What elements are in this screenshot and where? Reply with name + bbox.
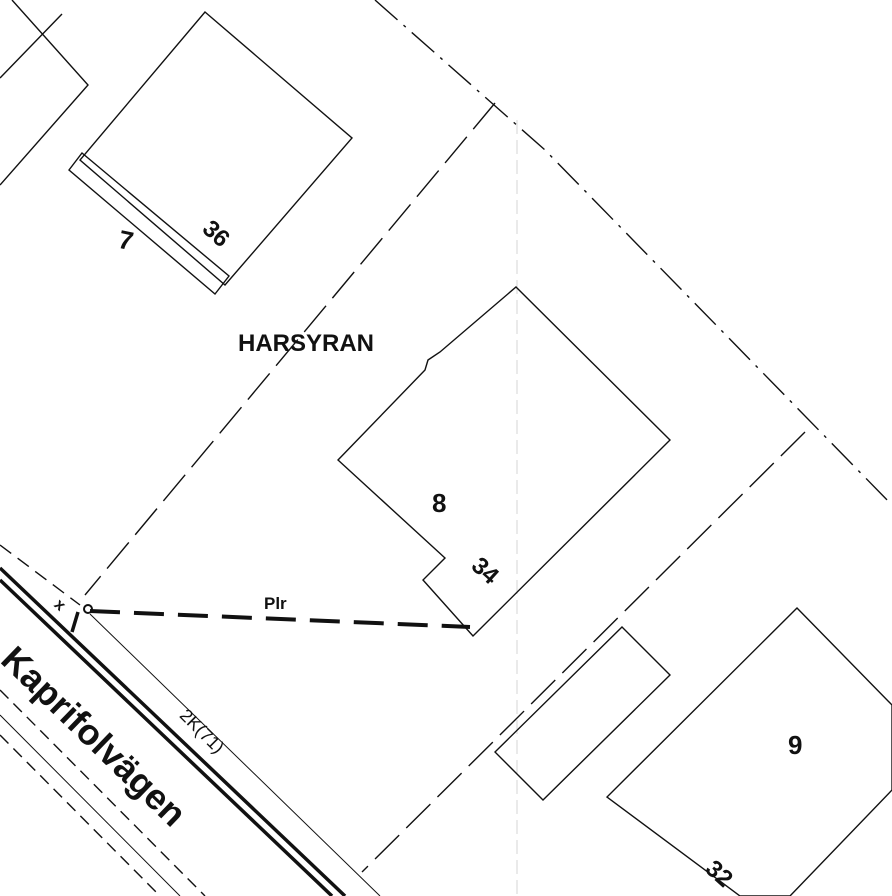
lot-boundary-7-8	[84, 102, 496, 596]
plr-line	[89, 609, 471, 629]
point-tick	[70, 611, 80, 633]
parcel-number-8: 8	[432, 488, 447, 518]
outbuilding-parcel-9	[494, 626, 671, 801]
road-kaprifolvagen	[0, 544, 381, 896]
plr-label: Plr	[264, 594, 287, 613]
lot-boundary-8-9	[361, 431, 806, 873]
block-name: HARSYRAN	[238, 330, 375, 357]
block-boundary-line	[374, 0, 892, 506]
building-parcel-8	[336, 286, 671, 638]
building-parcel-9	[605, 607, 892, 896]
building-parcel-7	[68, 11, 353, 296]
parcel-number-9: 9	[788, 730, 803, 760]
survey-point-icon	[83, 604, 93, 614]
neighbor-building-topleft	[0, 0, 89, 186]
